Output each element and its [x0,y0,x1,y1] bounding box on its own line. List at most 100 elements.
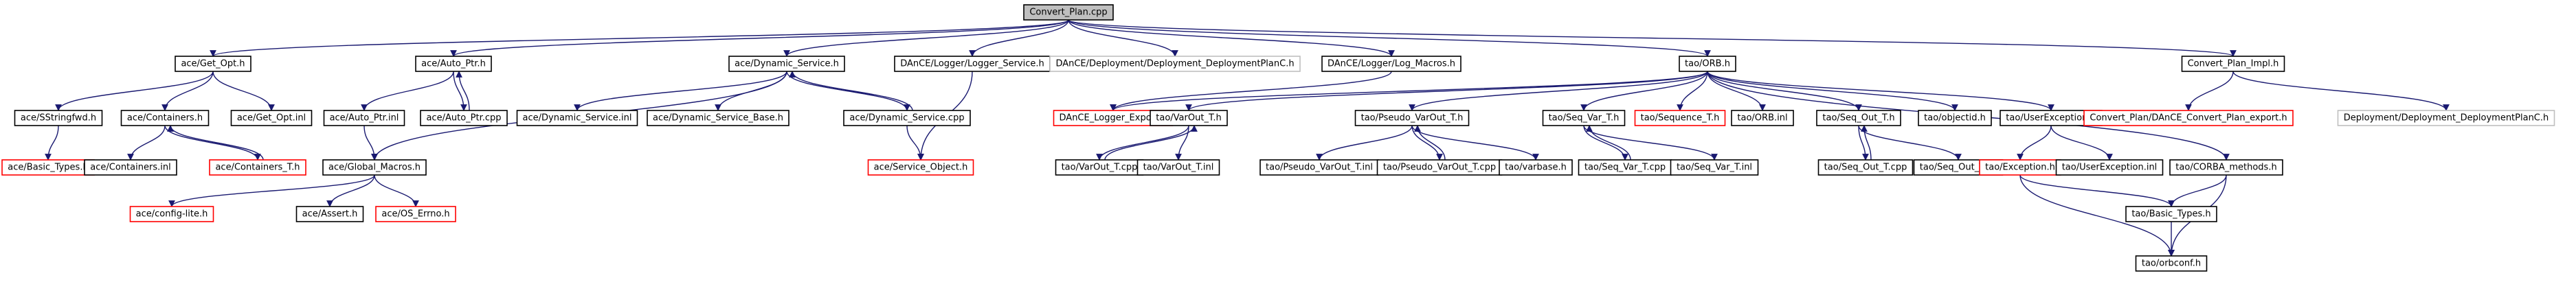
node-ace-global-macros-h[interactable]: ace/Global_Macros.h [322,159,427,176]
node-box [1731,110,1794,126]
edge-ace-global-macros-h-to-ace-config-lite-h [168,174,375,207]
node-tao-userexception-h[interactable]: tao/UserException.h [2000,110,2103,126]
node-box [1634,110,1726,126]
node-label: tao/UserException.inl [2062,163,2158,173]
node-label: tao/orbconf.h [2142,259,2201,269]
edge-tao-pseudo-varout-t-h-to-tao-pseudo-varout-t-cpp [1411,125,1443,161]
node-ace-os-errno-h[interactable]: ace/OS_Errno.h [375,206,456,222]
node-tao-varout-t-inl[interactable]: tao/VarOut_T.inl [1136,159,1220,176]
node-box [84,159,177,176]
node-label: ace/Get_Opt.inl [237,113,306,124]
node-tao-seq-out-t-cpp[interactable]: tao/Seq_Out_T.cpp [1817,159,1914,176]
edge-tao-seq-out-t-cpp-to-tao-seq-out-t-h [1861,125,1872,161]
node-ace-assert-h[interactable]: ace/Assert.h [295,206,364,222]
edge-ace-get-opt-h-to-ace-get-opt-inl [212,71,275,111]
edge-tao-orb-h-to-tao-orb-inl [1707,71,1766,111]
node-tao-basic-types-h[interactable]: tao/Basic_Types.h [2125,206,2217,222]
node-box [14,110,103,126]
node-ace-dynamic-service-base-h[interactable]: ace/Dynamic_Service_Base.h [647,110,789,126]
edge-tao-seq-var-t-h-to-tao-seq-var-t-cpp [1583,125,1628,161]
node-tao-seq-var-t-h[interactable]: tao/Seq_Var_T.h [1542,110,1626,126]
node-tao-orb-inl[interactable]: tao/ORB.inl [1731,110,1794,126]
node-tao-orbconf-h[interactable]: tao/orbconf.h [2135,255,2208,272]
node-ace-dynamic-service-cpp[interactable]: ace/Dynamic_Service.cpp [843,110,971,126]
node-box [322,159,427,176]
node-dance-logger-service-h[interactable]: DAnCE/Logger/Logger_Service.h [894,56,1051,72]
node-deployment-planc-h[interactable]: Deployment/Deployment_DeploymentPlanC.h [2337,110,2555,126]
node-ace-sstringfwd-h[interactable]: ace/SStringfwd.h [14,110,103,126]
node-tao-sequence-t-h[interactable]: tao/Sequence_T.h [1634,110,1726,126]
node-label: DAnCE/Logger/Logger_Service.h [900,59,1044,69]
edge-ace-dynamic-service-cpp-to-ace-service-object-h [906,125,924,161]
node-label: tao/Pseudo_VarOut_T.h [1361,113,1464,124]
node-box [516,110,638,126]
node-label: ace/Auto_Ptr.cpp [426,113,501,124]
node-box [323,110,405,126]
edge-ace-dynamic-service-h-to-ace-dynamic-service-inl [574,71,787,111]
node-ace-containers-inl[interactable]: ace/Containers.inl [84,159,177,176]
node-tao-varout-t-cpp[interactable]: tao/VarOut_T.cpp [1055,159,1144,176]
node-label: tao/Seq_Var_T.cpp [1584,163,1666,173]
node-tao-pseudo-varout-t-h[interactable]: tao/Pseudo_VarOut_T.h [1354,110,1470,126]
node-label: tao/Pseudo_VarOut_T.cpp [1383,163,1496,173]
edge-ace-dynamic-service-cpp-to-ace-dynamic-service-h [789,71,913,111]
node-tao-pseudo-varout-t-cpp[interactable]: tao/Pseudo_VarOut_T.cpp [1376,159,1503,176]
node-convert-plan-export-h[interactable]: Convert_Plan/DAnCE_Convert_Plan_export.h [2083,110,2294,126]
node-ace-auto-ptr-inl[interactable]: ace/Auto_Ptr.inl [323,110,405,126]
node-label: tao/Seq_Var_T.inl [1677,163,1752,173]
node-label: ace/Dynamic_Service.h [735,59,839,69]
edge-tao-orb-h-to-tao-seq-var-t-h [1580,71,1708,111]
node-tao-varout-t-h[interactable]: tao/VarOut_T.h [1150,110,1228,126]
node-box [1499,159,1573,176]
node-tao-userexception-inl[interactable]: tao/UserException.inl [2055,159,2164,176]
node-tao-seq-var-t-cpp[interactable]: tao/Seq_Var_T.cpp [1578,159,1672,176]
node-convert-plan-cpp[interactable]: Convert_Plan.cpp [1023,4,1114,21]
node-label: tao/VarOut_T.h [1156,113,1221,124]
node-ace-containers-h[interactable]: ace/Containers.h [120,110,210,126]
node-tao-varbase-h[interactable]: tao/varbase.h [1499,159,1573,176]
node-ace-config-lite-h[interactable]: ace/config-lite.h [129,206,214,222]
node-label: Convert_Plan_Impl.h [2188,59,2279,69]
node-tao-pseudo-varout-t-inl[interactable]: tao/Pseudo_VarOut_T.inl [1259,159,1379,176]
node-ace-containers-t-h[interactable]: ace/Containers_T.h [209,159,306,176]
edge-tao-pseudo-varout-t-cpp-to-tao-pseudo-varout-t-h [1414,125,1446,161]
edge-tao-userexception-h-to-tao-userexception-inl [2050,125,2113,161]
edge-tao-seq-out-t-h-to-tao-seq-out-t-inl [1858,125,1962,161]
edge-convert-plan-cpp-to-tao-orb-h [1068,19,1711,57]
node-dance-deployment-planc-h[interactable]: DAnCE/Deployment/Deployment_DeploymentPl… [1049,56,1301,72]
node-ace-auto-ptr-cpp[interactable]: ace/Auto_Ptr.cpp [420,110,508,126]
node-label: ace/Containers.h [127,113,203,124]
node-ace-basic-types-h[interactable]: ace/Basic_Types.h [1,159,95,176]
node-tao-orb-h[interactable]: tao/ORB.h [1679,56,1736,72]
node-label: ace/Service_Object.h [874,163,968,173]
node-ace-get-opt-h[interactable]: ace/Get_Opt.h [175,56,251,72]
edge-ace-global-macros-h-to-ace-os-errno-h [374,174,419,207]
node-tao-seq-out-t-h[interactable]: tao/Seq_Out_T.h [1816,110,1901,126]
node-label: tao/Seq_Out_T.inl [1920,163,1997,173]
node-label: ace/SStringfwd.h [21,113,96,124]
edge-tao-exception-h-to-tao-basic-types-h [2019,174,2175,207]
node-ace-service-object-h[interactable]: ace/Service_Object.h [867,159,974,176]
node-tao-objectid-h[interactable]: tao/objectid.h [1918,110,1992,126]
node-tao-exception-h[interactable]: tao/Exception.h [1979,159,2061,176]
node-label: ace/Basic_Types.h [8,163,88,173]
node-ace-dynamic-service-inl[interactable]: ace/Dynamic_Service.inl [516,110,638,126]
node-dance-log-macros-h[interactable]: DAnCE/Logger/Log_Macros.h [1321,56,1461,72]
node-ace-get-opt-inl[interactable]: ace/Get_Opt.inl [230,110,313,126]
node-ace-dynamic-service-h[interactable]: ace/Dynamic_Service.h [728,56,845,72]
node-label: tao/Exception.h [1985,163,2055,173]
edge-ace-auto-ptr-h-to-ace-auto-ptr-inl [361,71,454,111]
edges-layer [45,19,2450,257]
node-convert-plan-impl-h[interactable]: Convert_Plan_Impl.h [2181,56,2285,72]
edge-tao-corba-methods-h-to-tao-basic-types-h [2168,174,2227,207]
node-label: tao/Seq_Var_T.h [1549,113,1620,124]
node-tao-corba-methods-h[interactable]: tao/CORBA_methods.h [2169,159,2283,176]
edge-tao-varout-t-cpp-to-tao-varout-t-h [1104,125,1198,161]
edge-convert-plan-cpp-to-dance-log-macros-h [1068,19,1395,57]
node-ace-auto-ptr-h[interactable]: ace/Auto_Ptr.h [415,56,492,72]
node-label: tao/ORB.inl [1737,113,1787,124]
node-box [1321,56,1461,72]
node-box [295,206,364,222]
node-tao-seq-var-t-inl[interactable]: tao/Seq_Var_T.inl [1670,159,1759,176]
